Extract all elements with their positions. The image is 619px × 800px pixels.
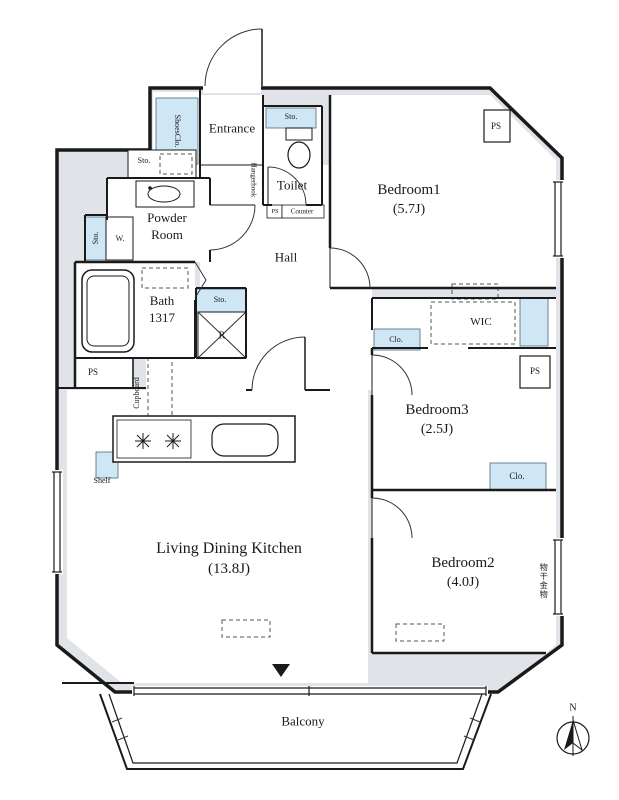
storage-hatch-inner xyxy=(159,153,193,175)
powder-door-arc xyxy=(209,204,256,251)
bedroom2-area xyxy=(372,490,556,653)
entrance-area xyxy=(200,95,263,165)
corridor-area xyxy=(330,288,372,390)
closet-label-bedroom3: Clo. xyxy=(389,334,403,344)
north-label: N xyxy=(569,702,577,714)
ps-box-top-right xyxy=(483,109,511,143)
laundry-hardware-label: 物干金物 xyxy=(539,563,549,599)
equipment-dashed-box-ldk xyxy=(221,619,271,638)
ps-label-top-right: PS xyxy=(490,121,502,132)
powder-room-line1: Powder xyxy=(147,210,187,226)
washer-label: W. xyxy=(115,233,125,243)
storage-label-toilet: Sto. xyxy=(284,111,298,121)
room-label-ldk: Living Dining Kitchen (13.8J) xyxy=(156,539,302,579)
ps-label-right: PS xyxy=(529,366,541,377)
room-label-bedroom2: Bedroom2 (4.0J) xyxy=(431,554,494,592)
bedroom3-size: (2.5J) xyxy=(420,421,454,437)
room-label-bedroom3: Bedroom3 (2.5J) xyxy=(405,401,468,439)
room-label-entrance: Entrance xyxy=(208,120,256,136)
wic-hanger-box xyxy=(430,301,516,345)
ps-box-right xyxy=(519,355,551,389)
room-label-powder-room: Powder Room xyxy=(147,210,187,244)
entrance-opening xyxy=(203,84,261,93)
hanger-hook-label: Hangerhook xyxy=(249,162,258,198)
room-label-wic: WIC xyxy=(470,315,492,328)
ldk-name: Living Dining Kitchen xyxy=(156,539,302,557)
bedroom1-door-arc xyxy=(329,247,371,289)
bedroom2-door-arc xyxy=(371,497,413,539)
bedroom1-name: Bedroom1 xyxy=(377,182,441,199)
stove-icon xyxy=(135,433,181,449)
fixtures xyxy=(81,127,313,463)
counter-label: Counter xyxy=(290,207,314,216)
bedroom1-size: (5.7J) xyxy=(392,201,426,217)
bathtub-icon xyxy=(81,269,135,353)
bedroom1-area xyxy=(330,95,556,288)
bath-name: Bath xyxy=(149,293,175,309)
cupboard-label: Cupboard xyxy=(131,377,141,409)
window-bedroom1 xyxy=(553,180,565,258)
closet-box-bedroom2 xyxy=(489,462,547,491)
pipe-space-boxes xyxy=(74,109,551,389)
bath-size: 1317 xyxy=(149,310,175,325)
utility-boxes xyxy=(105,149,516,642)
closet-box-bedroom3 xyxy=(373,328,421,351)
bath-folding-door xyxy=(194,261,207,299)
entry-direction-marker xyxy=(272,664,290,677)
balcony-railing xyxy=(99,693,492,770)
room-label-balcony: Balcony xyxy=(281,713,325,729)
compass-icon xyxy=(556,716,590,756)
closet-label-bedroom2: Clo. xyxy=(509,471,525,482)
bedroom3-name: Bedroom3 xyxy=(405,402,469,419)
ps-label-counter: PS xyxy=(271,207,279,215)
ldk-door-arc xyxy=(251,336,306,391)
counter-box xyxy=(281,204,325,219)
refrigerator-box xyxy=(197,311,247,359)
room-label-hall: Hall xyxy=(274,249,298,265)
room-label-bedroom1: Bedroom1 (5.7J) xyxy=(377,181,440,219)
storage-label-hall: Sto. xyxy=(213,294,227,304)
bath-counter-dashed-box xyxy=(141,267,189,289)
bedroom3-door-arc xyxy=(371,354,413,396)
equipment-dashed-box-bedroom2 xyxy=(395,623,445,642)
kitchen-sink-icon xyxy=(211,423,279,457)
interior-walls xyxy=(57,88,556,684)
windows xyxy=(51,180,565,698)
washer-box xyxy=(105,216,134,261)
ldk-area xyxy=(67,358,368,683)
storage-label-left: Sto. xyxy=(90,231,100,245)
room-label-bath: Bath 1317 xyxy=(149,293,175,327)
sink-icon xyxy=(135,180,195,208)
toilet-door-arc xyxy=(267,166,307,206)
window-bedroom2 xyxy=(553,538,565,616)
window-balcony-sliding xyxy=(132,686,488,698)
door-swings xyxy=(194,28,413,539)
toilet-icon xyxy=(285,127,313,169)
shoes-closet-label: ShoesClo. xyxy=(173,114,183,148)
ps-label-left: PS xyxy=(87,367,99,378)
window-ldk-left xyxy=(51,470,63,574)
ps-box-left xyxy=(74,357,134,389)
powder-room-line2: Room xyxy=(151,227,183,242)
bedroom2-name: Bedroom2 xyxy=(431,555,495,572)
shelf-label: Shelf xyxy=(93,475,111,485)
room-label-toilet: Toilet xyxy=(276,177,308,193)
refrigerator-label: R xyxy=(218,330,226,342)
storage-hatch-box xyxy=(127,149,197,179)
wic-side-box xyxy=(519,297,549,347)
entrance-door-arc xyxy=(204,28,263,87)
bedroom2-size: (4.0J) xyxy=(446,574,480,590)
ldk-size: (13.8J) xyxy=(207,560,251,577)
storage-label-entrance: Sto. xyxy=(137,155,151,165)
